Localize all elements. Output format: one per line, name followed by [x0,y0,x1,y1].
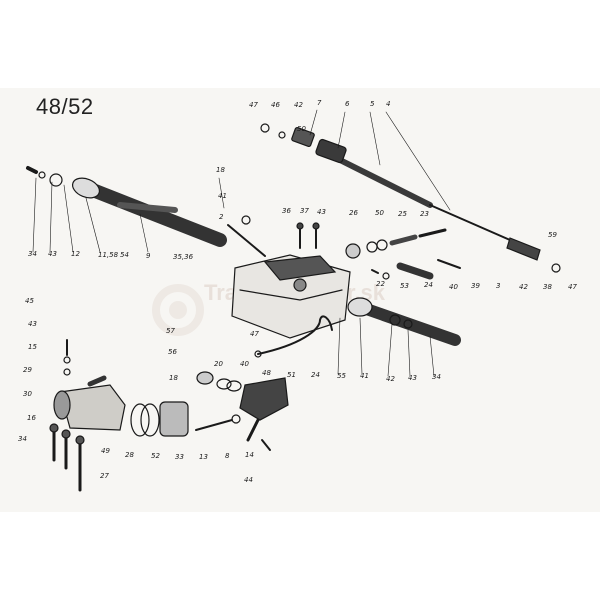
oil-pipe [254,315,333,358]
part-label: 39 [471,282,480,290]
part-label: 42 [294,101,303,109]
part-label: 40 [449,283,458,291]
lower-bolts [49,423,85,492]
part-label: 7 [317,99,322,107]
part-label: 55 [337,372,346,380]
part-label: 18 [216,166,225,174]
part-label: 30 [23,390,32,398]
part-label: 6 [345,100,350,108]
part-label: 48 [262,369,271,377]
part-label: 13 [199,453,208,461]
left-lift-arm [26,166,227,247]
small-rings [196,371,242,392]
right-lift-arm [347,297,461,346]
part-label: 42 [519,283,528,291]
part-label: 25 [398,210,407,218]
part-label: 43 [48,250,57,258]
part-label: 4 [386,100,390,108]
part-label: 34 [432,373,441,381]
part-label: 29 [23,366,32,374]
part-label: 33 [175,453,184,461]
part-label: 43 [408,374,417,382]
part-label: 28 [125,451,134,459]
part-label: 20 [214,360,223,368]
part-label: 34 [18,435,27,443]
part-label: 46 [271,101,280,109]
part-label: 40 [240,360,249,368]
part-label: 45 [25,297,34,305]
part-label: 50 [375,209,384,217]
part-label: 11,58 [98,251,119,259]
part-label: 44 [244,476,253,484]
part-label: 5 [370,100,375,108]
watermark-gear-icon [152,284,204,336]
part-label: 15 [28,343,37,351]
piston-seals [130,401,241,437]
part-label: 43 [28,320,37,328]
part-label: 23 [420,210,429,218]
part-label: 3 [496,282,500,290]
part-label: 8 [225,452,230,460]
part-label: 57 [166,327,175,335]
part-label: 26 [349,209,358,217]
part-label: 56 [168,348,177,356]
part-label: 16 [27,414,36,422]
part-label: 41 [360,372,369,380]
cylinder-cap [239,377,289,451]
part-label: 24 [424,281,433,289]
part-label: 14 [245,451,254,459]
part-label: 38 [543,283,552,291]
part-label: 54 [120,251,129,259]
part-label: 35,36 [173,253,194,261]
page-title: 48/52 [36,94,94,119]
part-label: 43 [317,208,326,216]
middle-small-parts [345,228,461,280]
part-label: 41 [218,192,227,200]
central-housing [231,254,351,339]
housing-bolts [227,215,320,257]
upper-rod-assembly [260,123,561,273]
part-label: 37 [300,207,309,215]
part-label: 47 [250,330,259,338]
part-label: 2 [219,213,224,221]
part-label: 50 [297,125,306,133]
part-label: 18 [169,374,178,382]
part-label: 52 [151,452,160,460]
part-label: 47 [568,283,577,291]
part-label: 9 [146,252,151,260]
leader-lines [32,109,451,377]
part-label: 42 [386,375,395,383]
part-label: 47 [249,101,258,109]
part-label: 51 [287,371,296,379]
part-label: 59 [548,231,557,239]
part-label: 53 [400,282,409,290]
part-label: 24 [311,371,320,379]
lift-cylinder [53,339,126,431]
part-label: 27 [100,472,109,480]
part-label: 49 [101,447,110,455]
part-label: 22 [376,280,385,288]
part-label: 34 [28,250,37,258]
part-label: 12 [71,250,80,258]
part-label: 36 [282,207,291,215]
